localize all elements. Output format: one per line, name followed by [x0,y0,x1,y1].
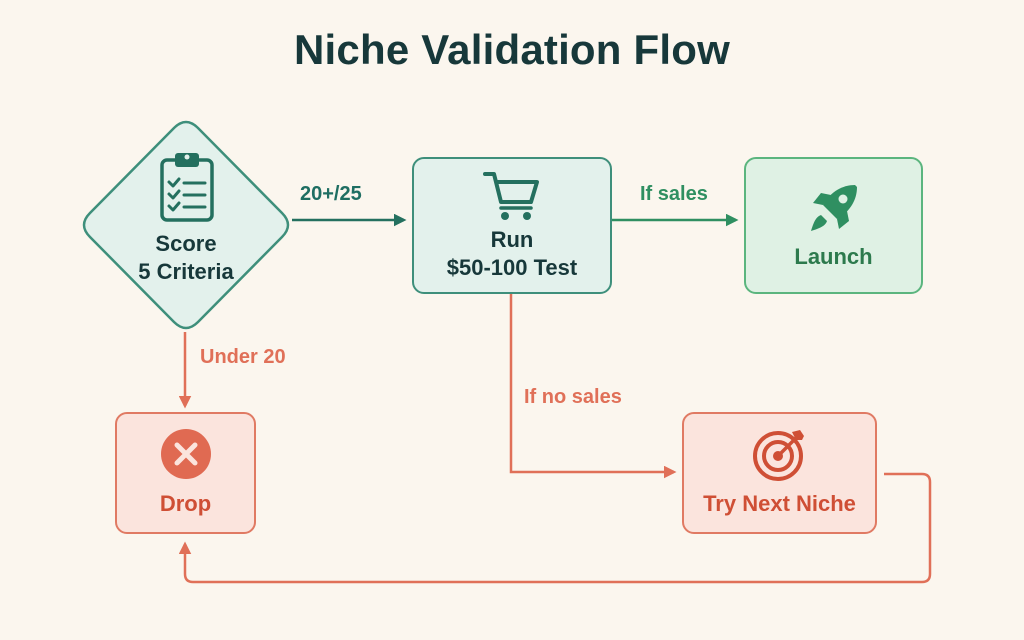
run-test-label-line2: $50-100 Test [446,254,578,280]
drop-label: Drop [159,491,212,516]
score-label-line1: Score [155,231,217,256]
edge-test-to-next [509,294,677,479]
score-criteria-node: Score 5 Criteria [80,118,292,332]
try-next-niche-node: Try Next Niche [682,412,877,534]
x-circle-icon [160,428,212,480]
edge-label-under-20: Under 20 [200,346,286,368]
clipboard-checklist-icon [160,150,214,222]
run-test-label-line1: Run [490,226,534,252]
launch-node: Launch [744,157,923,294]
score-label-line2: 5 Criteria [138,259,234,284]
try-next-niche-label: Try Next Niche [703,491,856,516]
target-arrow-icon [752,428,808,482]
decision-diamond-shape [82,120,290,330]
run-test-node: Run $50-100 Test [412,157,612,294]
diagram-title: Niche Validation Flow [294,26,730,73]
edge-label-if-sales: If sales [640,183,708,205]
edge-label-if-no-sales: If no sales [524,386,622,408]
rocket-icon [807,181,861,235]
edge-next-to-drop [178,472,932,584]
drop-node: Drop [115,412,256,534]
launch-label: Launch [794,243,873,269]
shopping-cart-icon [483,170,541,222]
edge-label-score-pass: 20+/25 [300,183,362,205]
